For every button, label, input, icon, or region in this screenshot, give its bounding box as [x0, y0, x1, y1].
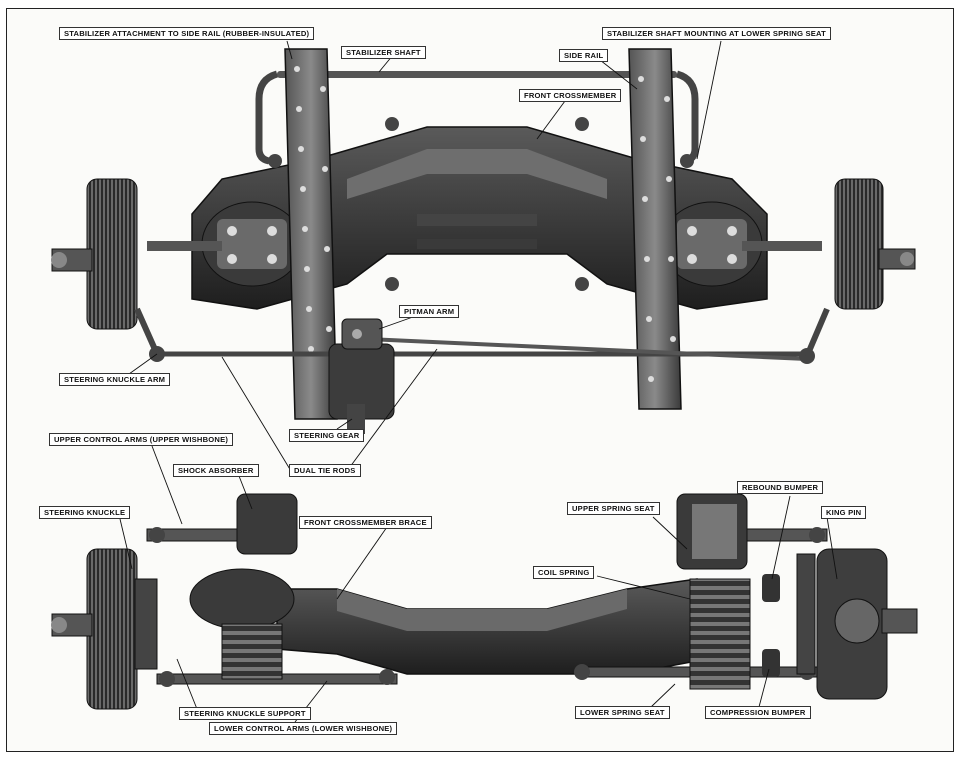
label-upper-control-arms: UPPER CONTROL ARMS (UPPER WISHBONE) [49, 433, 234, 446]
label-steering-gear: STEERING GEAR [289, 429, 365, 442]
label-steering-knuckle-support: STEERING KNUCKLE SUPPORT [179, 707, 311, 720]
right-upper-assembly [661, 201, 822, 287]
left-spring-assembly [189, 493, 298, 680]
upper-view [51, 48, 916, 434]
leader-lines [119, 40, 838, 723]
label-front-crossmember-brace: FRONT CROSSMEMBER BRACE [299, 516, 432, 529]
label-upper-spring-seat: UPPER SPRING SEAT [567, 502, 660, 515]
label-lower-control-arms: LOWER CONTROL ARMS (LOWER WISHBONE) [209, 722, 398, 735]
steering-gear-drawing [328, 318, 395, 434]
right-spring-assembly [676, 493, 780, 690]
label-pitman-arm: PITMAN ARM [399, 305, 460, 318]
label-stabilizer-attachment: STABILIZER ATTACHMENT TO SIDE RAIL (RUBB… [59, 27, 315, 40]
label-steering-knuckle-arm: STEERING KNUCKLE ARM [59, 373, 171, 386]
label-king-pin: KING PIN [821, 506, 867, 519]
label-stabilizer-shaft: STABILIZER SHAFT [341, 46, 426, 59]
right-side-rail [628, 48, 682, 410]
label-steering-knuckle: STEERING KNUCKLE [39, 506, 131, 519]
upper-ball-joints [268, 117, 694, 291]
label-stabilizer-shaft-mounting: STABILIZER SHAFT MOUNTING AT LOWER SPRIN… [602, 27, 832, 40]
tie-rods-drawing [134, 307, 830, 364]
label-side-rail: SIDE RAIL [559, 49, 609, 62]
label-lower-spring-seat: LOWER SPRING SEAT [575, 706, 670, 719]
left-brake-drum-upper [51, 178, 138, 330]
front-crossmember-drawing [191, 126, 768, 310]
crossmember-brace-drawing [276, 578, 708, 675]
label-dual-tie-rods: DUAL TIE RODS [289, 464, 361, 477]
right-brake-drum-lower [796, 548, 918, 700]
suspension-illustration [51, 40, 918, 723]
left-upper-assembly [147, 201, 303, 287]
right-brake-drum-upper [834, 178, 916, 310]
label-front-crossmember: FRONT CROSSMEMBER [519, 89, 622, 102]
lower-view [51, 493, 918, 710]
label-shock-absorber: SHOCK ABSORBER [173, 464, 259, 477]
label-rebound-bumper: REBOUND BUMPER [737, 481, 824, 494]
diagram-frame: STABILIZER ATTACHMENT TO SIDE RAIL (RUBB… [6, 8, 954, 752]
label-compression-bumper: COMPRESSION BUMPER [705, 706, 811, 719]
left-side-rail [284, 48, 338, 420]
left-brake-drum-lower [51, 548, 158, 710]
label-coil-spring: COIL SPRING [533, 566, 595, 579]
